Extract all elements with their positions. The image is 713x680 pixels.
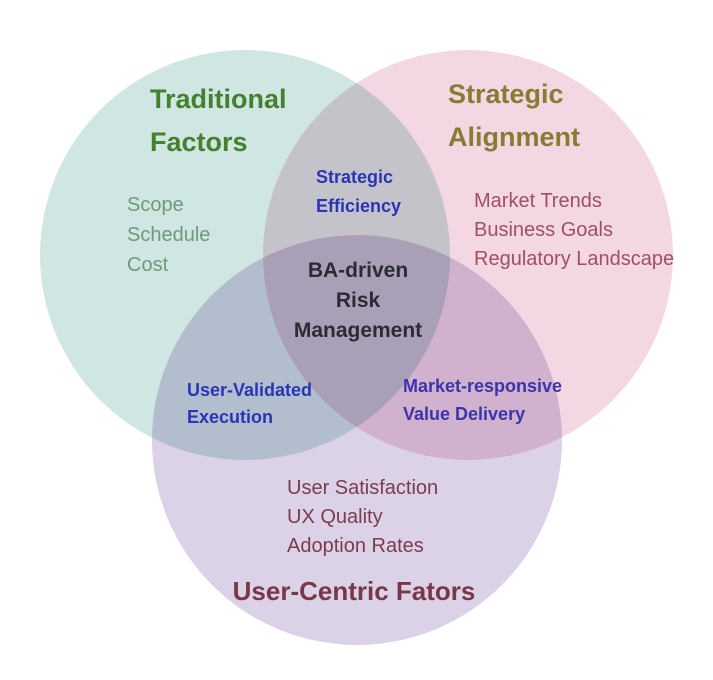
overlap-label-line: Market-responsive [403, 376, 563, 396]
list-item: Cost [127, 254, 169, 276]
list-item: Regulatory Landscape [474, 248, 675, 270]
user-centric-items: User Satisfaction UX Quality Adoption Ra… [287, 474, 438, 561]
overlap-strategic-user-label: Market-responsive Value Delivery [403, 372, 562, 428]
list-item: Adoption Rates [287, 535, 424, 557]
center-label-line: BA-driven [307, 259, 409, 282]
traditional-factors-items: Scope Schedule Cost [127, 190, 210, 280]
list-item: Schedule [127, 224, 211, 246]
traditional-title-line2: Factors [150, 127, 248, 157]
traditional-title-line1: Traditional [150, 84, 287, 114]
overlap-label-line: Execution [187, 407, 274, 427]
list-item: UX Quality [287, 506, 383, 528]
list-item: Scope [127, 194, 184, 216]
user-centric-title: User-Centric Fators [232, 576, 476, 606]
strategic-alignment-items: Market Trends Business Goals Regulatory … [474, 187, 674, 274]
list-item: Market Trends [474, 190, 602, 212]
overlap-label-line: Efficiency [316, 196, 402, 216]
overlap-label-line: Value Delivery [403, 404, 526, 424]
list-item: User Satisfaction [287, 477, 439, 499]
overlap-traditional-user-label: User-Validated Execution [187, 377, 312, 431]
center-overlap-label: BA-driven Risk Management [294, 256, 422, 346]
list-item: Business Goals [474, 219, 613, 241]
overlap-label-line: User-Validated [187, 380, 313, 400]
center-label-line: Risk [335, 289, 381, 312]
overlap-traditional-strategic-label: Strategic Efficiency [316, 163, 401, 221]
strategic-title-line1: Strategic [448, 79, 564, 109]
user-centric-circle [152, 235, 562, 645]
overlap-label-line: Strategic [316, 167, 394, 187]
strategic-alignment-title: Strategic Alignment [448, 73, 580, 159]
center-label-line: Management [293, 319, 423, 342]
traditional-factors-title: Traditional Factors [150, 78, 287, 164]
strategic-title-line2: Alignment [448, 122, 580, 152]
